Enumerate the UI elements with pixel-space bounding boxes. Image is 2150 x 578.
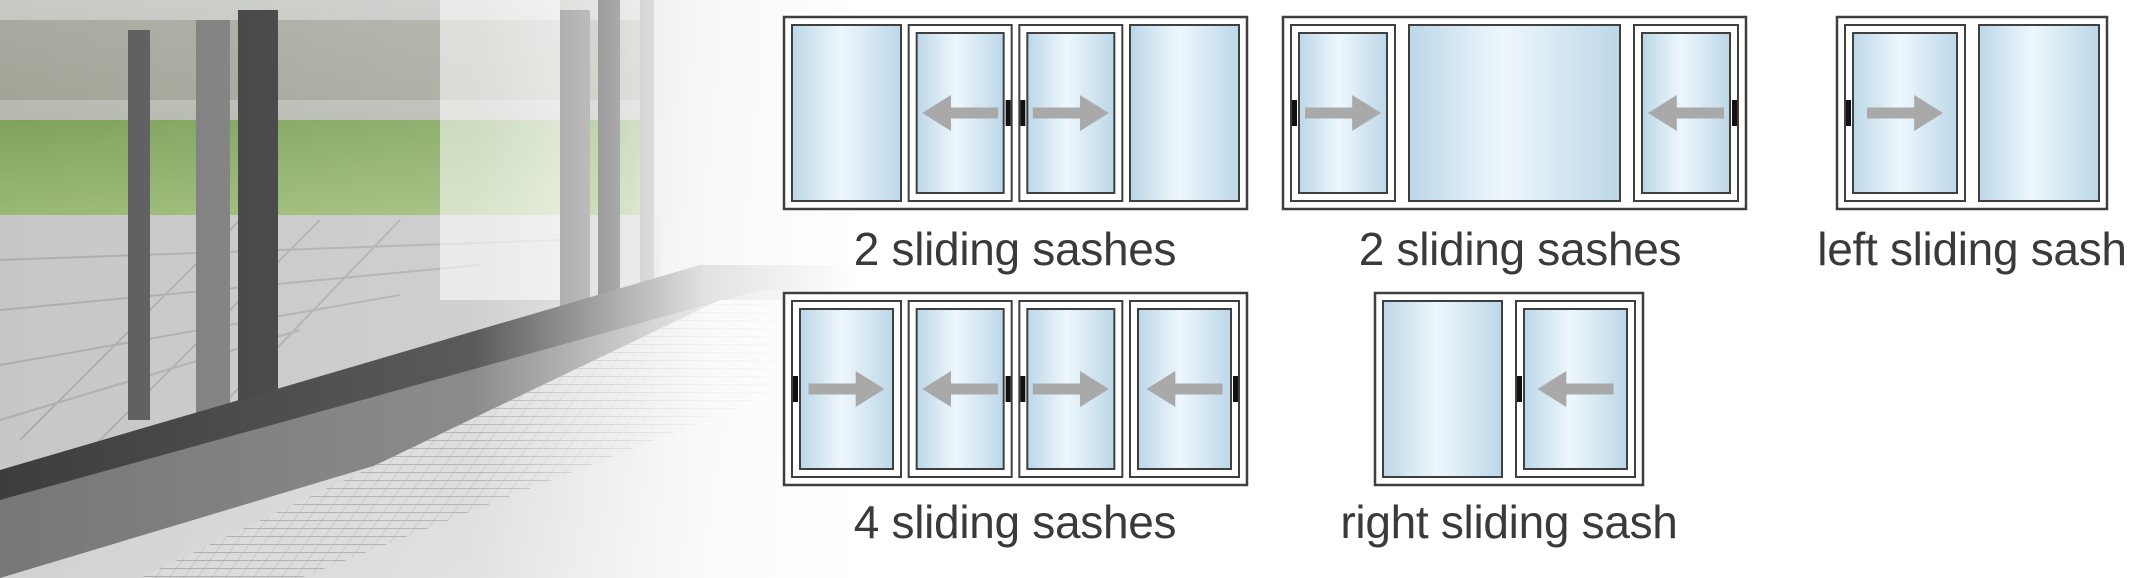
- arrow-right-icon: [808, 371, 885, 407]
- sash-pane-2: [1018, 300, 1124, 478]
- fixed-pane-0: [1382, 300, 1503, 478]
- fixed-pane-0: [791, 24, 902, 202]
- sash-pane-0: [791, 300, 902, 478]
- sash-pane-1: [907, 300, 1013, 478]
- handle-icon: [1020, 376, 1026, 402]
- handle-icon: [1020, 100, 1026, 126]
- caption-two-sashes-outer: 2 sliding sashes: [1358, 223, 1682, 275]
- caption-two-sashes-center: 2 sliding sashes: [853, 223, 1177, 275]
- handle-icon: [793, 376, 798, 402]
- arrow-right-icon: [1867, 95, 1943, 131]
- handle-icon: [1732, 100, 1737, 126]
- sash-pane-0: [1290, 24, 1396, 202]
- window-frame-right-sash: [1373, 291, 1645, 487]
- diagram-left-sash: [1835, 15, 2109, 211]
- caption-right-sash: right sliding sash: [1340, 496, 1678, 548]
- caption-left-sash: left sliding sash: [1817, 223, 2127, 275]
- window-frame-two-sashes-outer: [1281, 15, 1748, 211]
- fixed-pane-1: [1408, 24, 1621, 202]
- diagram-two-sashes-center: [782, 15, 1249, 211]
- arrow-right-icon: [1032, 371, 1109, 407]
- arrow-left-icon: [1146, 371, 1223, 407]
- window-frame-four-sashes: [782, 291, 1249, 487]
- diagram-right-sash: [1373, 291, 1645, 487]
- handle-icon: [1846, 100, 1851, 126]
- fixed-pane-1: [1978, 24, 2100, 202]
- caption-four-sashes: 4 sliding sashes: [853, 496, 1177, 548]
- sliding-door-photo-icon: [0, 0, 860, 578]
- arrow-right-icon: [1305, 95, 1381, 131]
- arrow-left-icon: [922, 371, 999, 407]
- diagram-four-sashes: [782, 291, 1249, 487]
- sash-pane-3: [1129, 300, 1240, 478]
- sash-pane-2: [1018, 24, 1124, 202]
- sash-pane-1: [907, 24, 1013, 202]
- arrow-left-icon: [1537, 371, 1614, 407]
- arrow-left-icon: [1648, 95, 1724, 131]
- handle-icon: [1005, 100, 1011, 126]
- handle-icon: [1517, 376, 1522, 402]
- diagram-two-sashes-outer: [1281, 15, 1748, 211]
- arrow-left-icon: [922, 95, 999, 131]
- window-frame-left-sash: [1835, 15, 2109, 211]
- handle-icon: [1292, 100, 1297, 126]
- window-frame-two-sashes-center: [782, 15, 1249, 211]
- fixed-pane-3: [1129, 24, 1240, 202]
- arrow-right-icon: [1032, 95, 1109, 131]
- sash-pane-2: [1633, 24, 1739, 202]
- sliding-door-photo: [0, 0, 860, 578]
- handle-icon: [1005, 376, 1011, 402]
- sash-pane-0: [1844, 24, 1966, 202]
- handle-icon: [1233, 376, 1238, 402]
- sash-pane-1: [1515, 300, 1636, 478]
